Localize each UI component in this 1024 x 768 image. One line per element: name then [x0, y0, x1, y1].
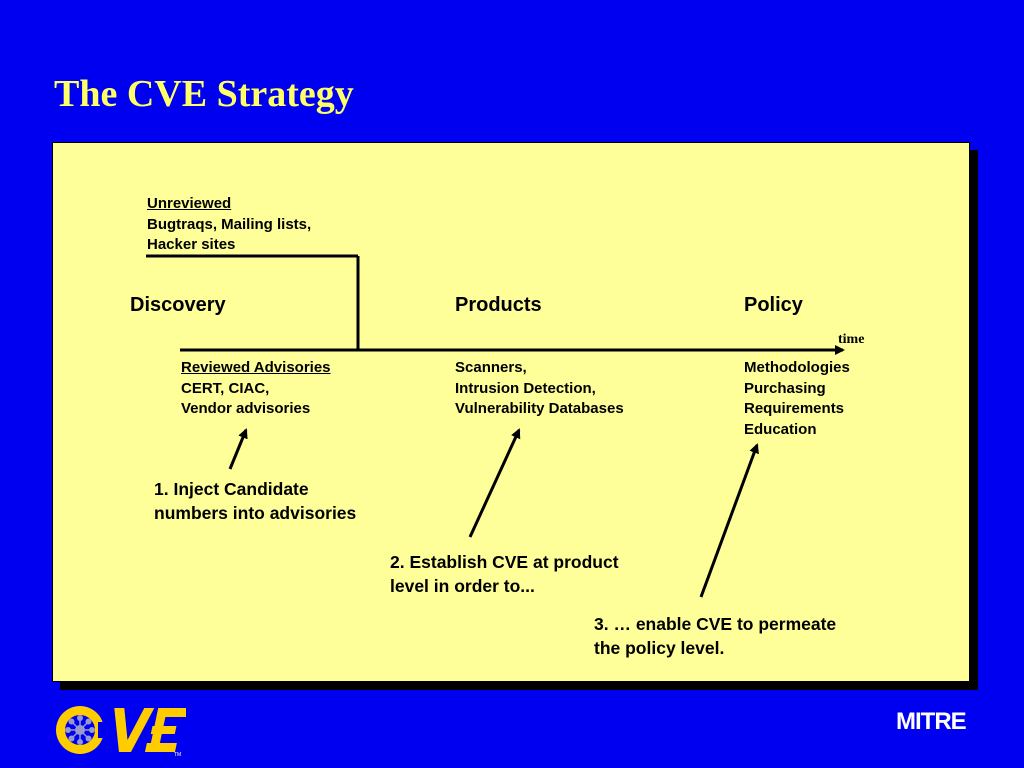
time-label: time	[838, 332, 865, 347]
reviewed-block: Reviewed Advisories CERT, CIAC, Vendor a…	[181, 358, 331, 420]
arrow-2	[468, 428, 521, 538]
callout-2-line-2: level in order to...	[390, 576, 535, 596]
products-item: Intrusion Detection,	[455, 379, 596, 397]
unreviewed-heading: Unreviewed	[147, 195, 232, 212]
callout-1: 1. Inject Candidate numbers into advisor…	[154, 477, 356, 525]
policy-item: Methodologies	[744, 359, 850, 376]
arrow-1	[228, 428, 248, 470]
reviewed-line-1: CERT, CIAC,	[181, 379, 270, 397]
trademark-mark: TM	[174, 752, 181, 758]
cve-logo-v	[114, 708, 155, 752]
callout-2: 2. Establish CVE at product level in ord…	[390, 550, 619, 598]
slide-title: The CVE Strategy	[54, 73, 354, 115]
stage-discovery: Discovery	[130, 294, 226, 316]
unreviewed-line-1: Bugtraqs, Mailing lists,	[147, 215, 312, 233]
unreviewed-line-2: Hacker sites	[147, 236, 236, 253]
reviewed-line-2: Vendor advisories	[181, 400, 311, 417]
cve-logo-e	[144, 708, 186, 752]
arrow-3	[699, 443, 759, 598]
cve-logo-gear-icon	[56, 706, 108, 754]
cve-logo: TM	[56, 706, 186, 758]
unreviewed-block: Unreviewed Bugtraqs, Mailing lists, Hack…	[147, 194, 311, 256]
callout-3: 3. … enable CVE to permeate the policy l…	[594, 612, 836, 660]
stage-products: Products	[455, 294, 542, 316]
policy-list: Methodologies Purchasing Requirements Ed…	[744, 358, 850, 440]
stage-policy: Policy	[744, 294, 803, 316]
policy-item: Education	[744, 420, 817, 438]
mitre-logo: MITRE	[896, 708, 967, 735]
callout-2-line-1: 2. Establish CVE at product	[390, 552, 619, 572]
products-item: Scanners,	[455, 359, 527, 376]
callout-1-line-2: numbers into advisories	[154, 503, 357, 523]
diagram-panel	[52, 142, 970, 682]
products-item: Vulnerability Databases	[455, 400, 624, 417]
callout-1-line-1: 1. Inject Candidate	[154, 479, 309, 499]
reviewed-heading: Reviewed Advisories	[181, 359, 331, 376]
policy-item: Requirements	[744, 400, 845, 417]
policy-item: Purchasing	[744, 379, 826, 397]
products-list: Scanners, Intrusion Detection, Vulnerabi…	[455, 358, 624, 420]
callout-3-line-2: the policy level.	[594, 638, 725, 658]
callout-3-line-1: 3. … enable CVE to permeate	[594, 614, 837, 634]
